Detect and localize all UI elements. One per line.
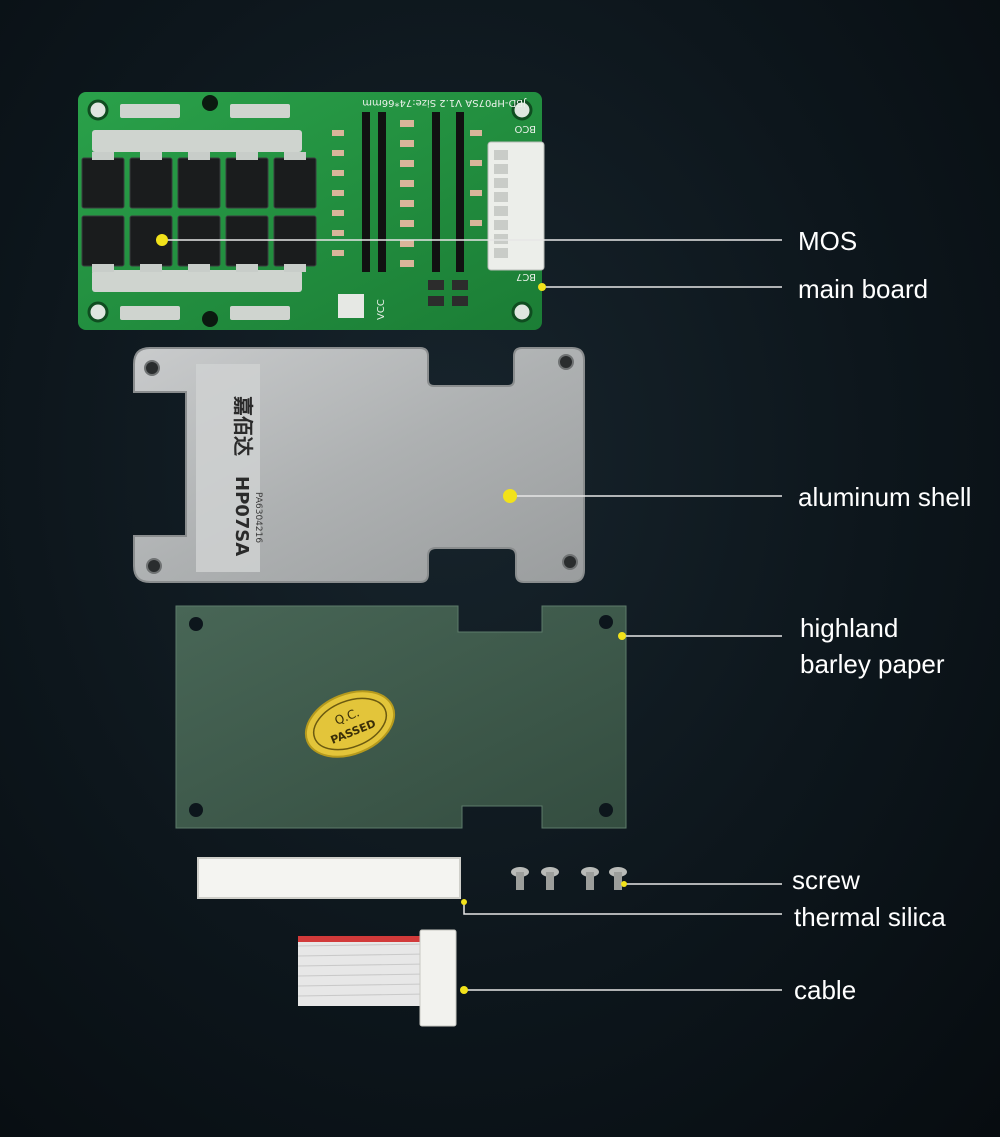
shell-hole-icon	[562, 554, 578, 570]
main-board: JBD-HP07SA V1.2 Size:74*66mm VCC BCO BC7	[78, 92, 545, 330]
board-model-text: JBD-HP07SA V1.2 Size:74*66mm	[362, 97, 527, 108]
marker-dot-icon	[621, 881, 627, 887]
shell-hole-icon	[146, 558, 162, 574]
qc-passed-sticker: Q.C. PASSED	[304, 690, 396, 758]
marker-dot-icon	[461, 899, 467, 905]
bco-text: BCO	[514, 123, 536, 134]
pcb-body	[78, 92, 542, 330]
vcc-text: VCC	[376, 299, 387, 320]
marker-dot-icon	[503, 489, 517, 503]
shell-hole-icon	[558, 354, 574, 370]
label-main-board: main board	[798, 274, 929, 304]
label-highland: highland	[800, 613, 899, 643]
vcc-pad	[338, 294, 364, 318]
label-barley-paper: barley paper	[800, 649, 945, 679]
paper-hole-icon	[189, 803, 203, 817]
marker-dot-icon	[618, 632, 626, 640]
cable-connector	[419, 929, 457, 1027]
balance-connector	[487, 141, 545, 271]
shell-model-text: HP07SA	[231, 476, 252, 556]
leader-lines	[162, 239, 782, 991]
notch-hole-icon	[202, 311, 218, 327]
cable-red-wire	[298, 936, 426, 942]
marker-dot-icon	[538, 283, 546, 291]
bc7-text: BC7	[516, 271, 536, 282]
shell-label-area	[196, 364, 260, 572]
label-screw: screw	[792, 865, 860, 895]
mosfet-array	[81, 152, 317, 272]
marker-dot-icon	[156, 234, 168, 246]
paper-sheet	[175, 605, 627, 829]
shell-hole-icon	[144, 360, 160, 376]
cable	[297, 929, 457, 1027]
mount-hole-icon	[87, 99, 109, 121]
leader-thermal-silica	[463, 902, 782, 915]
screws	[511, 867, 627, 890]
screw-icon	[541, 867, 559, 890]
markers	[156, 234, 627, 994]
label-aluminum-shell: aluminum shell	[798, 482, 972, 512]
highland-barley-paper: Q.C. PASSED	[175, 605, 627, 829]
screw-icon	[581, 867, 599, 890]
copper-pads	[92, 104, 302, 320]
mount-hole-icon	[511, 301, 533, 323]
paper-hole-icon	[599, 803, 613, 817]
shell-brand-text: 嘉佰达	[231, 395, 255, 456]
smd-components	[332, 112, 482, 306]
notch-hole-icon	[202, 95, 218, 111]
label-mos: MOS	[798, 226, 858, 256]
screw-icon	[609, 867, 627, 890]
shell-serial-text: PA6304216	[253, 492, 263, 543]
label-thermal-silica: thermal silica	[794, 902, 946, 932]
label-cable: cable	[794, 975, 857, 1005]
aluminum-shell: 嘉佰达 HP07SA PA6304216	[133, 347, 585, 583]
screw-icon	[511, 867, 529, 890]
marker-dot-icon	[460, 986, 468, 994]
mount-hole-icon	[87, 301, 109, 323]
paper-hole-icon	[599, 615, 613, 629]
thermal-silica-pad	[197, 857, 461, 899]
mount-hole-icon	[511, 99, 533, 121]
paper-hole-icon	[189, 617, 203, 631]
